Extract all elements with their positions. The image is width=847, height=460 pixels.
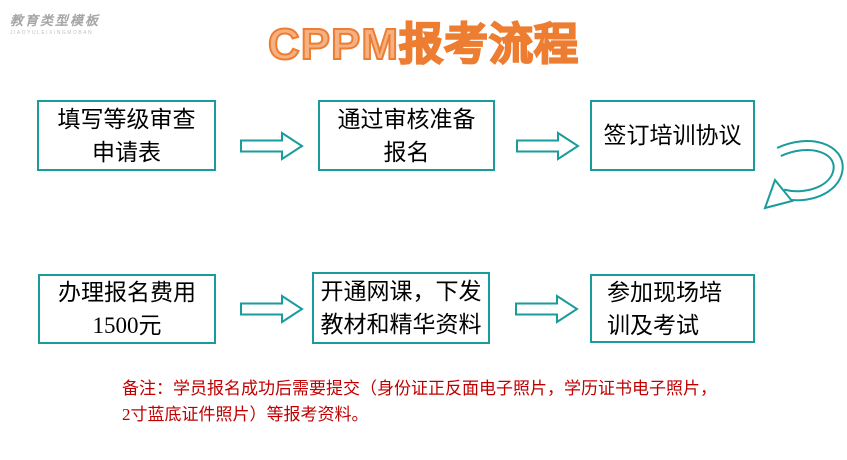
flow-step-2: 通过审核准备 报名 [318, 100, 495, 171]
page-title: CPPM报考流程 [267, 19, 580, 70]
right-arrow-icon [240, 131, 304, 161]
flow-step-6: 参加现场培 训及考试 [590, 274, 755, 343]
right-arrow-icon [515, 294, 579, 324]
flow-step-4: 办理报名费用 1500元 [38, 274, 216, 344]
right-arrow-icon [240, 294, 304, 324]
curved-down-arrow-icon [763, 140, 844, 210]
watermark-subtitle: JIAOYULEIXINGMOBAN [10, 30, 94, 36]
watermark-title: 教育类型模板 [10, 13, 101, 28]
flow-step-1: 填写等级审查 申请表 [37, 100, 216, 171]
right-arrow-icon [516, 131, 580, 161]
remark-note: 备注：学员报名成功后需要提交（身份证正反面电子照片，学历证书电子照片， 2寸蓝底… [122, 379, 717, 424]
watermark: 教育类型模板 JIAOYULEIXINGMOBAN [10, 10, 100, 36]
flow-step-5: 开通网课，下发 教材和精华资料 [312, 272, 490, 344]
flow-step-3: 签订培训协议 [590, 100, 755, 171]
